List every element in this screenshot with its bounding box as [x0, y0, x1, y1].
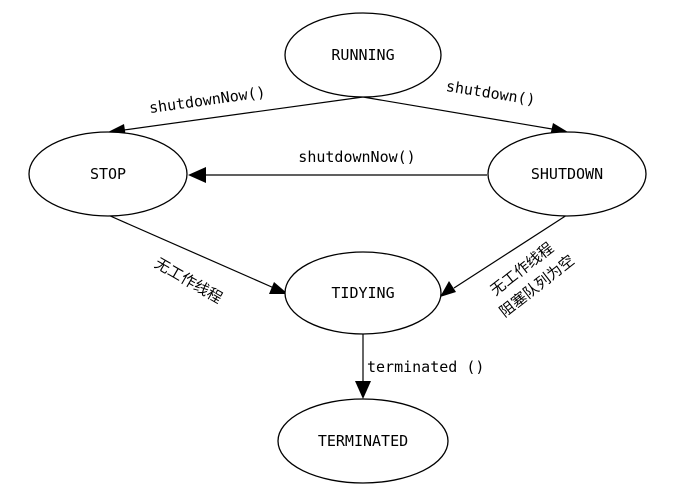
edge-shutdown-to-tidying	[440, 214, 568, 297]
edge-label-tidying-to-terminated: terminated ()	[367, 358, 484, 376]
edge-label-running-to-shutdown: shutdown()	[445, 77, 537, 109]
state-running: RUNNING	[284, 12, 442, 98]
state-shutdown: SHUTDOWN	[487, 131, 647, 217]
state-terminated: TERMINATED	[277, 398, 449, 484]
state-stop: STOP	[28, 131, 188, 217]
arrowhead-icon	[440, 281, 456, 297]
state-label: TIDYING	[331, 284, 394, 302]
state-label: STOP	[90, 165, 126, 183]
arrowhead-icon	[188, 167, 206, 183]
arrowhead-icon	[355, 381, 371, 399]
edge-tidying-to-terminated	[355, 333, 371, 399]
state-label: SHUTDOWN	[531, 165, 603, 183]
edge-stop-to-tidying	[107, 214, 288, 294]
edge-running-to-shutdown	[362, 96, 568, 136]
arrowhead-icon	[269, 282, 288, 294]
state-label: TERMINATED	[318, 432, 408, 450]
edge-label-running-to-stop: shutdownNow()	[148, 83, 267, 117]
state-tidying: TIDYING	[284, 251, 442, 335]
edge-label-shutdown-to-stop: shutdownNow()	[298, 148, 415, 166]
edge-shutdown-to-stop	[188, 167, 487, 183]
state-label: RUNNING	[331, 46, 394, 64]
